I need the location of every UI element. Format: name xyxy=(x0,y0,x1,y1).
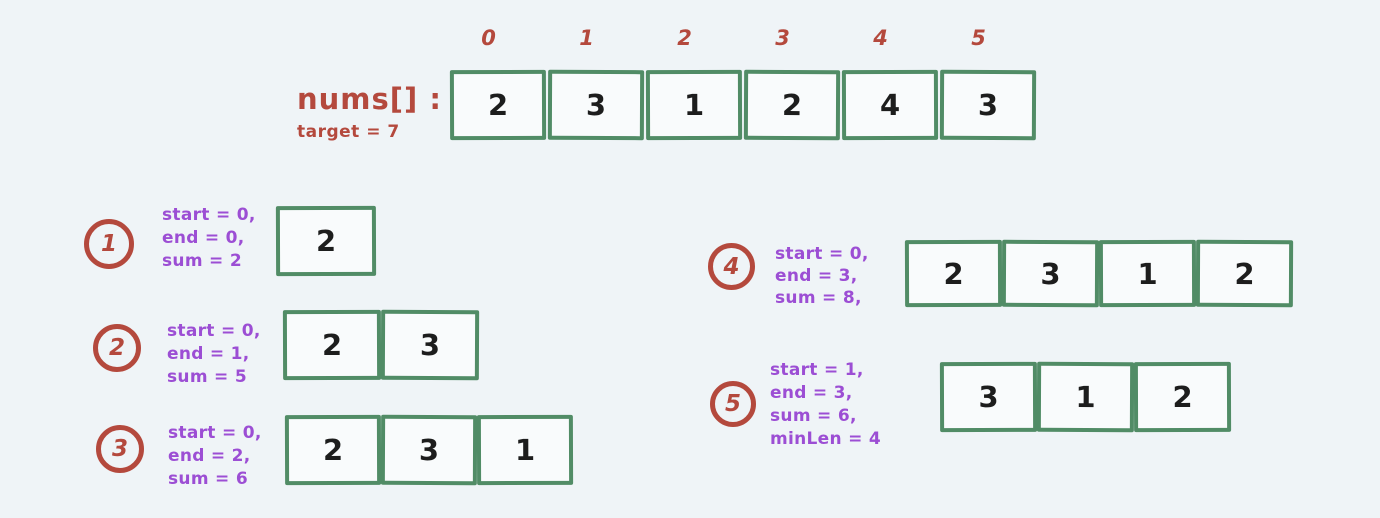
window-cell: 3 xyxy=(1001,239,1100,308)
index-label: 1 xyxy=(579,26,595,50)
step-number: 5 xyxy=(724,391,741,417)
step-number: 2 xyxy=(108,335,125,361)
array-cell: 1 xyxy=(645,69,743,141)
cell-value: 1 xyxy=(514,432,536,468)
cell-value: 1 xyxy=(683,87,705,123)
state-line: sum = 2 xyxy=(162,251,242,271)
state-line: start = 0, xyxy=(167,321,261,341)
state-line: start = 0, xyxy=(775,244,869,264)
array-cell: 2 xyxy=(449,69,547,141)
cell-value: 2 xyxy=(315,223,337,259)
step-number-badge: 4 xyxy=(708,243,755,290)
state-line: sum = 8, xyxy=(775,288,862,308)
window-cell: 2 xyxy=(904,239,1003,308)
state-line: end = 3, xyxy=(775,266,858,286)
window-cell: 2 xyxy=(1133,361,1232,433)
array-cell: 3 xyxy=(547,69,645,141)
state-line: end = 0, xyxy=(162,228,245,248)
cell-value: 3 xyxy=(977,87,999,123)
window-cell: 1 xyxy=(1098,239,1197,308)
window-cell: 3 xyxy=(380,414,478,486)
window-cells: 2 3 1 xyxy=(284,414,574,486)
cell-value: 2 xyxy=(1172,379,1193,415)
array-cell: 4 xyxy=(841,69,939,141)
index-label: 2 xyxy=(677,26,693,50)
cell-value: 1 xyxy=(1137,256,1158,291)
step-number-badge: 5 xyxy=(710,381,756,427)
step-number-badge: 1 xyxy=(84,219,134,269)
state-line: start = 1, xyxy=(770,360,864,380)
window-cell: 3 xyxy=(939,361,1038,433)
state-line: minLen = 4 xyxy=(770,429,882,449)
array-name-label: nums[] : xyxy=(297,82,442,116)
state-line: sum = 5 xyxy=(167,367,247,387)
cell-value: 3 xyxy=(1040,256,1061,291)
window-cells: 3 1 2 xyxy=(939,361,1232,433)
step-number: 3 xyxy=(111,436,128,462)
window-cells: 2 3 1 2 xyxy=(904,239,1294,308)
step-state-text: start = 0, end = 2, sum = 6 xyxy=(168,422,262,491)
index-label: 3 xyxy=(775,26,791,50)
state-line: end = 1, xyxy=(167,344,250,364)
step-state-text: start = 0, end = 0, sum = 2 xyxy=(162,204,256,273)
array-cell: 2 xyxy=(743,69,841,141)
cell-value: 2 xyxy=(1234,256,1255,291)
step-state-text: start = 0, end = 1, sum = 5 xyxy=(167,320,261,389)
cell-value: 2 xyxy=(487,87,509,123)
window-cell: 1 xyxy=(476,414,574,486)
cell-value: 3 xyxy=(418,432,440,468)
cell-value: 2 xyxy=(781,87,803,123)
target-label: target = 7 xyxy=(297,122,400,142)
window-cell: 2 xyxy=(275,205,377,277)
window-cell: 2 xyxy=(282,309,382,381)
state-line: end = 3, xyxy=(770,383,853,403)
cell-value: 4 xyxy=(879,87,901,123)
nums-array: 2 3 1 2 4 3 xyxy=(449,69,1037,141)
step-state-text: start = 1, end = 3, sum = 6, minLen = 4 xyxy=(770,359,881,451)
cell-value: 1 xyxy=(1075,379,1096,415)
index-label: 4 xyxy=(873,26,889,50)
window-cell: 3 xyxy=(380,309,480,381)
array-cell: 3 xyxy=(939,69,1037,141)
state-line: start = 0, xyxy=(162,205,256,225)
step-number: 4 xyxy=(723,253,740,280)
state-line: start = 0, xyxy=(168,423,262,443)
cell-value: 2 xyxy=(322,432,344,468)
state-line: end = 2, xyxy=(168,446,251,466)
step-number: 1 xyxy=(100,231,117,257)
step-number-badge: 2 xyxy=(93,324,141,372)
window-cell: 1 xyxy=(1036,361,1135,433)
state-line: sum = 6, xyxy=(770,406,857,426)
cell-value: 2 xyxy=(321,327,343,363)
step-state-text: start = 0,end = 3,sum = 8, xyxy=(775,243,869,309)
window-cell: 2 xyxy=(1195,239,1294,308)
cell-value: 2 xyxy=(943,256,964,291)
window-cells: 2 xyxy=(275,205,377,277)
state-line: sum = 6 xyxy=(168,469,248,489)
cell-value: 3 xyxy=(419,327,441,363)
cell-value: 3 xyxy=(585,87,607,123)
index-label: 0 xyxy=(481,26,497,50)
index-label: 5 xyxy=(971,26,987,50)
window-cell: 2 xyxy=(284,414,382,486)
cell-value: 3 xyxy=(978,379,999,415)
step-number-badge: 3 xyxy=(96,425,144,473)
